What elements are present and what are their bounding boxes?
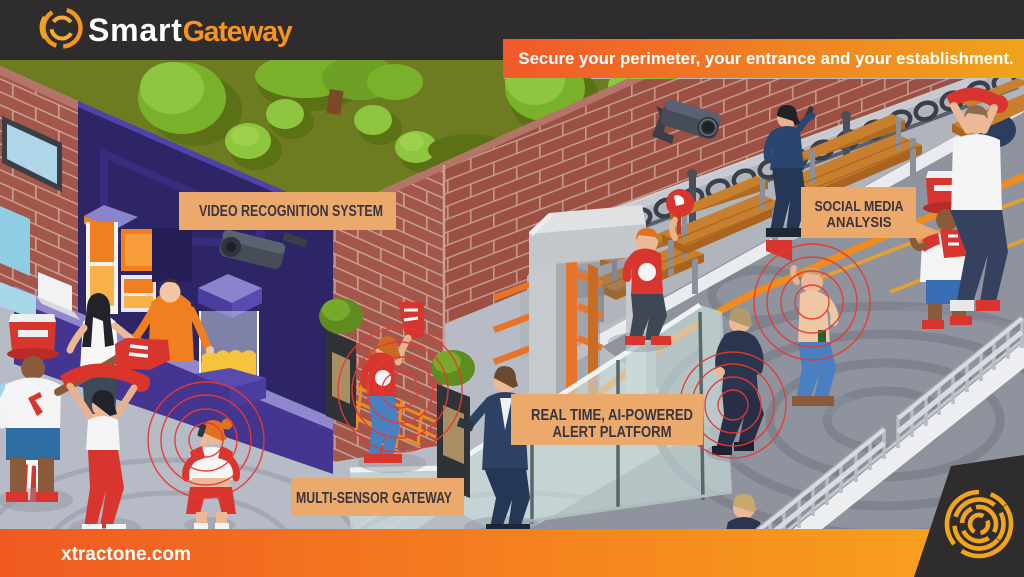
svg-text:SmartGateway: SmartGateway <box>88 12 293 48</box>
svg-text:Secure your perimeter, your en: Secure your perimeter, your entrance and… <box>518 49 1013 68</box>
svg-text:ANALYSIS: ANALYSIS <box>827 214 892 231</box>
svg-text:MULTI-SENSOR GATEWAY: MULTI-SENSOR GATEWAY <box>296 490 452 507</box>
svg-text:xtractone.com: xtractone.com <box>61 544 191 565</box>
svg-text:SOCIAL MEDIA: SOCIAL MEDIA <box>815 198 904 215</box>
svg-text:REAL TIME, AI-POWERED: REAL TIME, AI-POWERED <box>531 407 693 424</box>
svg-text:VIDEO RECOGNITION SYSTEM: VIDEO RECOGNITION SYSTEM <box>199 203 383 220</box>
svg-text:ALERT PLATFORM: ALERT PLATFORM <box>553 424 672 441</box>
